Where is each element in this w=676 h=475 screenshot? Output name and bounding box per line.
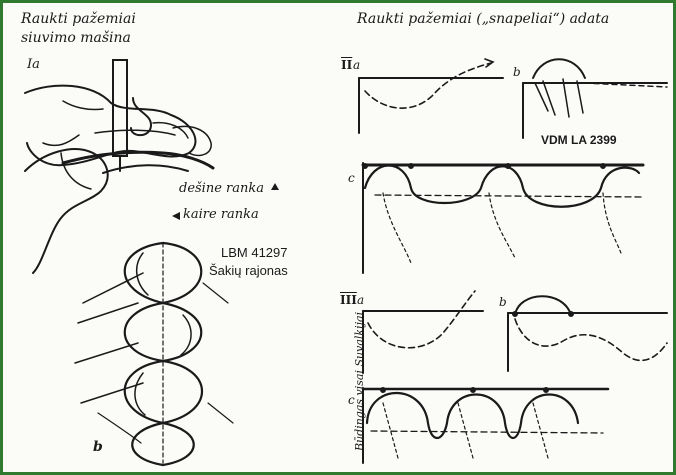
- label-II-a: a: [353, 58, 360, 72]
- label-II-c: c: [348, 171, 355, 185]
- right-museum-code: VDM LA 2399: [541, 133, 617, 147]
- diagram-II-b: [523, 59, 667, 138]
- label-III-a: a: [357, 293, 364, 307]
- section-III: III: [340, 293, 357, 307]
- needle-and-hands-illustration: [25, 60, 213, 273]
- diagram-III-c: [363, 388, 608, 464]
- label-III-b: b: [499, 295, 507, 309]
- triangle-up-icon: [271, 183, 279, 190]
- left-district: Šakių rajonas: [209, 263, 288, 278]
- diagram-II-c: [363, 163, 644, 273]
- label-b-left: b: [93, 439, 103, 455]
- stitch-diagrams: [3, 3, 673, 472]
- legend-left-hand: kaire ranka: [183, 207, 259, 222]
- left-title-line2: siuvimo mašina: [21, 30, 131, 46]
- vertical-note: Būdingas visai Suvalkijai: [353, 312, 366, 451]
- left-title-line1: Raukti pažemiai: [21, 11, 136, 27]
- left-museum-code: LBM 41297: [221, 245, 288, 260]
- diagram-II-a: [359, 59, 503, 133]
- section-II: II: [341, 58, 352, 72]
- label-II-b: b: [513, 65, 521, 79]
- right-title: Raukti pažemiai („snapeliai“) adata: [357, 11, 609, 27]
- diagram-III-a: [363, 291, 483, 373]
- label-Ia: Ia: [27, 57, 40, 72]
- diagram-III-b: [508, 296, 667, 371]
- triangle-left-icon: [172, 212, 180, 220]
- legend-right-hand: dešine ranka: [179, 181, 264, 196]
